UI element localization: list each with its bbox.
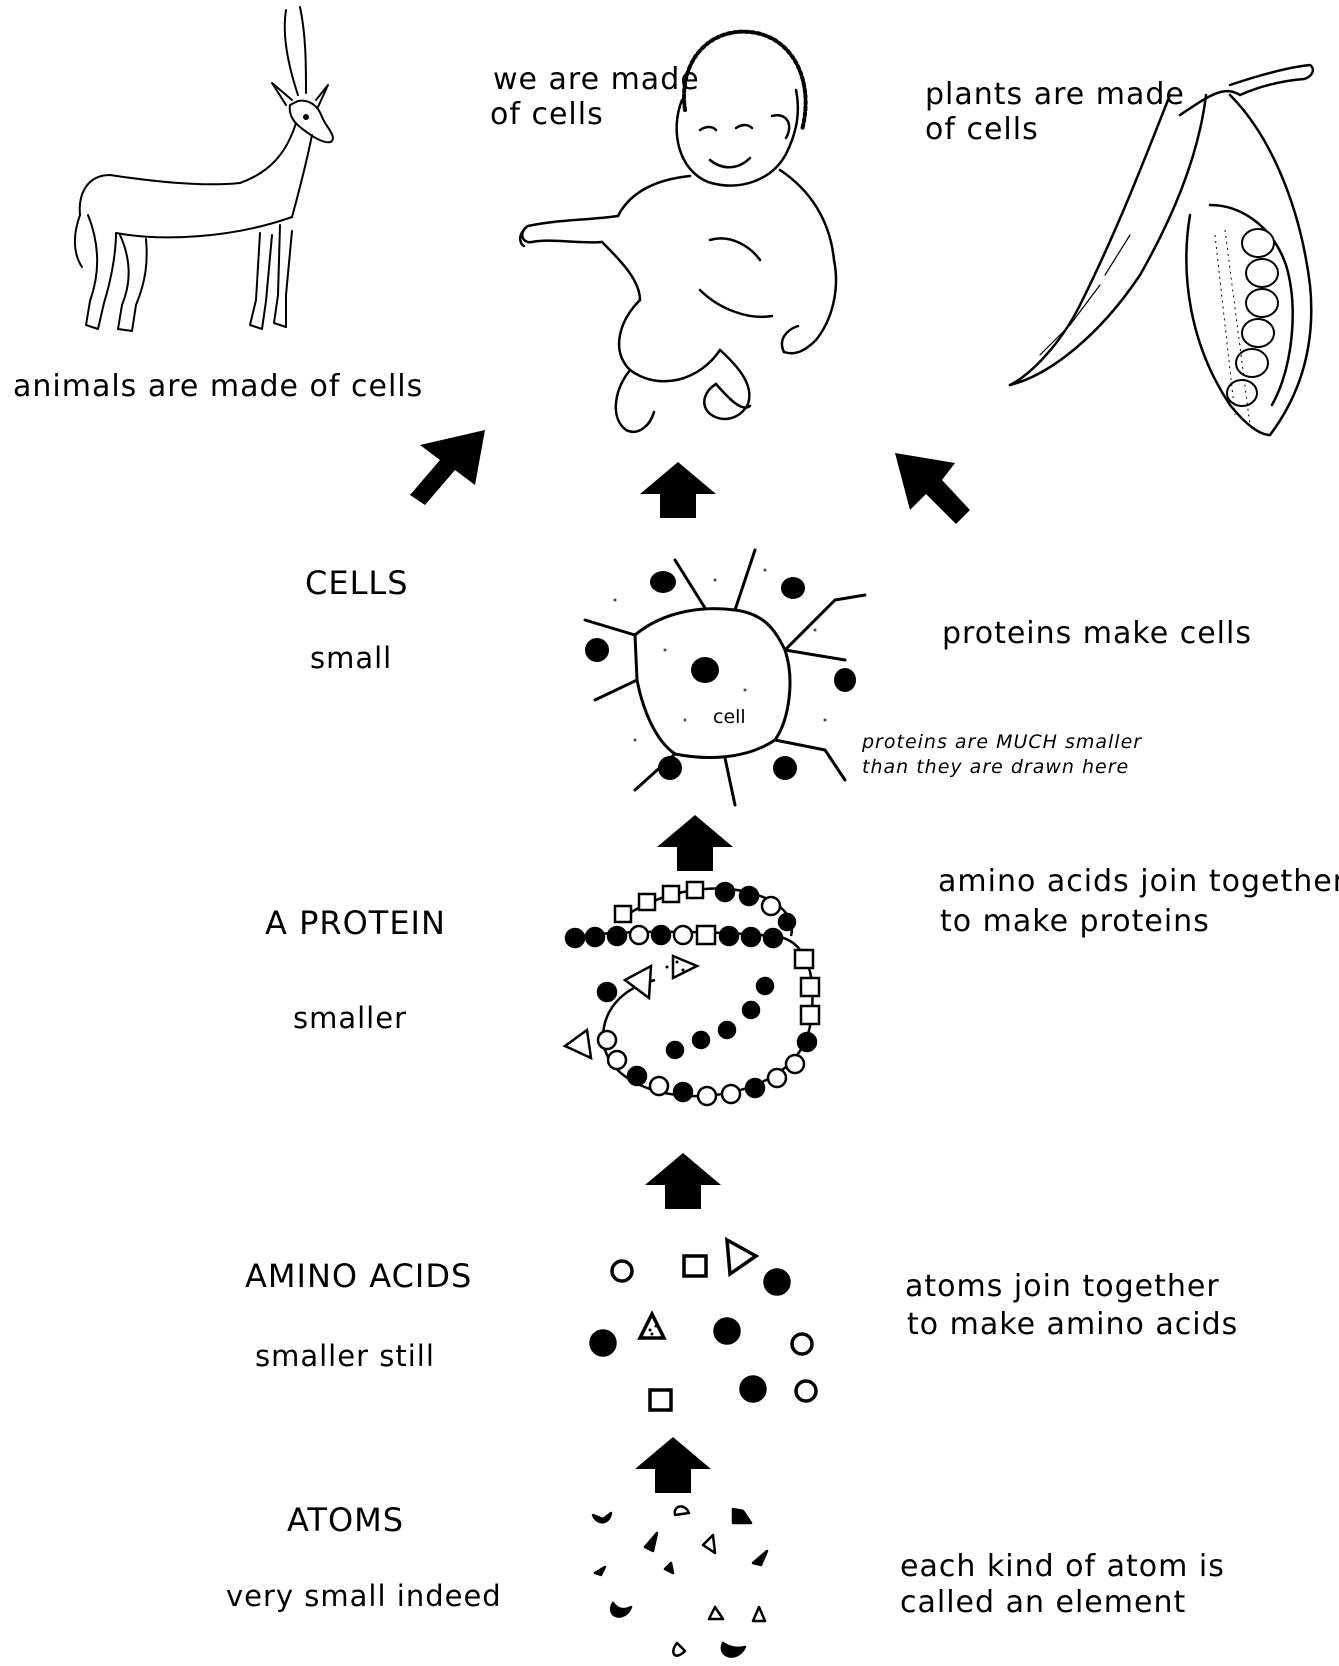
cell-note-line1: proteins are MUCH smaller — [862, 732, 1142, 754]
protein-title: A PROTEIN — [265, 905, 446, 942]
amino-acids-description-line2: to make amino acids — [907, 1308, 1238, 1343]
cell-label: cell — [713, 707, 746, 729]
animal-caption: animals are made of cells — [13, 370, 423, 405]
baby-drawing — [510, 20, 890, 435]
amino-acids-drawing — [580, 1230, 820, 1430]
protein-description-line2: to make proteins — [940, 905, 1210, 940]
atoms-drawing — [585, 1495, 785, 1665]
amino-acids-description-line1: atoms join together — [905, 1270, 1220, 1305]
arrow-up-left-icon — [410, 425, 500, 510]
amino-acids-size: smaller still — [255, 1340, 435, 1373]
arrow-up-center-icon — [638, 462, 718, 520]
arrow-to-protein-icon — [643, 1153, 723, 1211]
protein-chain-drawing — [555, 880, 845, 1130]
amino-acids-title: AMINO ACIDS — [245, 1258, 472, 1295]
arrow-up-right-icon — [890, 448, 975, 528]
cells-title: CELLS — [305, 565, 409, 602]
cells-size: small — [310, 642, 392, 675]
protein-description-line1: amino acids join together — [938, 865, 1339, 900]
cells-description: proteins make cells — [942, 617, 1252, 652]
pea-pod-drawing — [1010, 55, 1335, 445]
antelope-drawing — [60, 5, 370, 355]
cells-drawing — [575, 540, 875, 810]
cell-note-line2: than they are drawn here — [862, 757, 1129, 779]
atoms-description-line2: called an element — [900, 1586, 1186, 1621]
protein-size: smaller — [293, 1002, 407, 1035]
atoms-description-line1: each kind of atom is — [900, 1550, 1225, 1585]
atoms-size: very small indeed — [226, 1580, 502, 1613]
arrow-to-amino-acids-icon — [633, 1437, 713, 1495]
atoms-title: ATOMS — [287, 1502, 404, 1539]
arrow-to-cells-icon — [655, 815, 735, 873]
